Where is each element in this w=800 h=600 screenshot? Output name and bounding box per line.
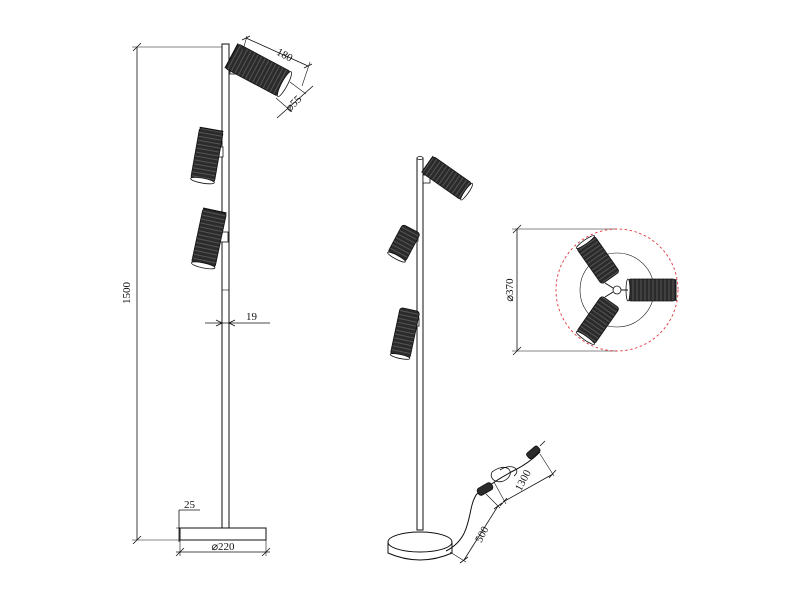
pole <box>221 43 230 529</box>
height-dimension: 1500 <box>121 42 225 545</box>
perspective-pole <box>416 157 424 531</box>
top-view-shade-3 <box>575 296 619 345</box>
base-height-label: 25 <box>184 499 196 511</box>
perspective-middle-spotlight <box>387 224 420 263</box>
switch-distance-label: 500 <box>473 524 492 545</box>
base-diameter-dimension: ⌀220 <box>175 540 271 557</box>
cable-length-label: 1300 <box>513 468 534 494</box>
base-diameter-label: ⌀220 <box>211 541 235 553</box>
pole-diameter-dimension: 19 <box>205 311 270 327</box>
perspective-base <box>387 531 453 553</box>
lower-spotlight <box>191 207 229 270</box>
pole-diameter-label: 19 <box>246 311 258 323</box>
spread-diameter-dimension: ⌀370 <box>504 224 616 356</box>
reach-circle <box>555 228 679 352</box>
perspective-lower-spotlight <box>389 307 420 360</box>
plug <box>526 445 541 460</box>
top-view: ⌀370 <box>504 224 679 356</box>
inline-switch <box>476 482 494 496</box>
base <box>179 527 267 541</box>
switch-distance-dimension: 500 <box>449 493 503 564</box>
front-view-dimensioned: 1500 180 <box>121 35 314 557</box>
hub <box>612 285 622 295</box>
spread-diameter-label: ⌀370 <box>504 278 516 302</box>
shade-length-label: 180 <box>274 46 295 65</box>
base-height-dimension: 25 <box>176 499 200 542</box>
top-view-shade-1 <box>575 235 619 284</box>
middle-spotlight <box>190 126 224 185</box>
power-cable <box>445 440 546 552</box>
perspective-view: 1300 500 <box>387 155 557 564</box>
cable-length-dimension: 1300 <box>493 453 557 507</box>
top-spotlight <box>224 43 292 97</box>
perspective-top-spotlight <box>421 155 474 201</box>
height-label: 1500 <box>121 282 133 305</box>
top-view-shade-2 <box>625 278 677 302</box>
